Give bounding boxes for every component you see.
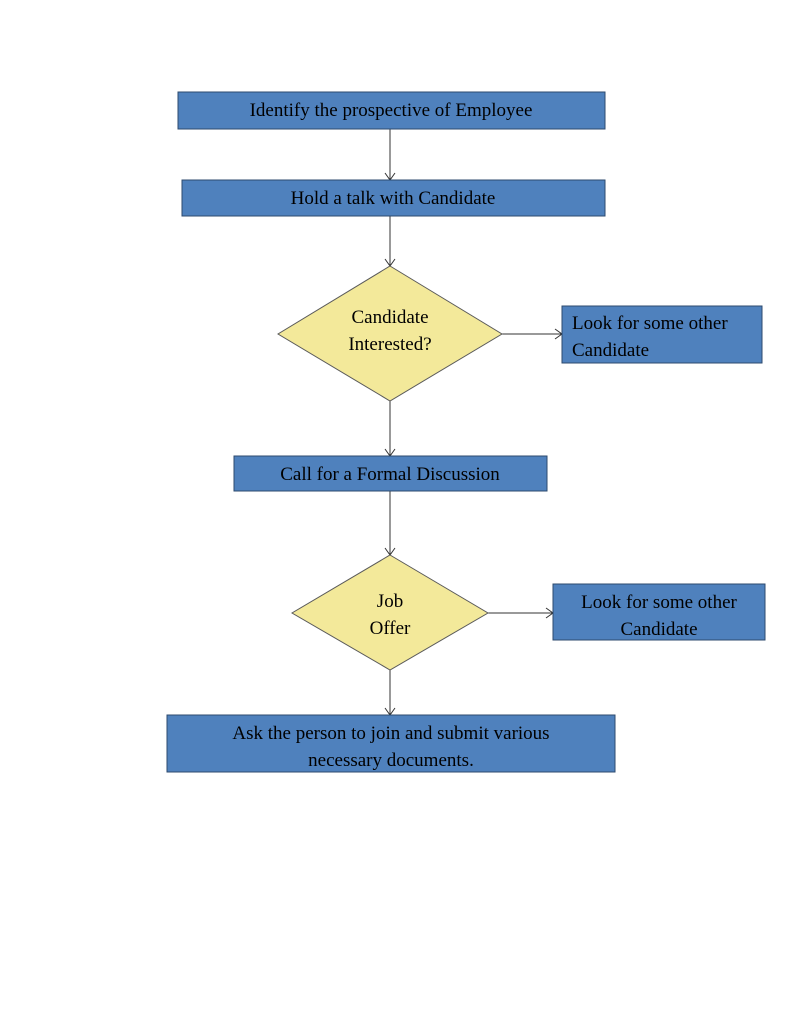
node-identify: Identify the prospective of Employee [177,91,606,130]
decision-job-offer: Job Offer [291,554,489,671]
node-identify-label: Identify the prospective of Employee [250,100,533,121]
node-talk-label: Hold a talk with Candidate [291,188,496,209]
edge-interested-to-formal [384,401,396,457]
node-look-other-1-line1: Look for some other [572,313,728,334]
node-look-other-1: Look for some other Candidate [561,305,763,364]
node-talk: Hold a talk with Candidate [181,179,606,217]
node-look-other-1-line2: Candidate [572,340,649,361]
edge-identify-to-talk [384,129,396,181]
edge-formal-to-job-offer [384,491,396,556]
decision-job-offer-line2: Offer [370,618,411,639]
edge-job-offer-to-look-other-2 [488,607,554,619]
node-join: Ask the person to join and submit variou… [166,714,616,773]
decision-interested-line1: Candidate [351,307,428,328]
edge-interested-to-look-other-1 [502,328,563,340]
node-formal: Call for a Formal Discussion [233,455,548,492]
node-look-other-2: Look for some other Candidate [552,583,766,641]
decision-interested: Candidate Interested? [277,265,503,402]
edge-talk-to-interested [384,216,396,267]
node-join-line1: Ask the person to join and submit variou… [232,723,549,744]
node-look-other-2-line1: Look for some other [581,592,737,613]
edge-job-offer-to-join [384,670,396,716]
node-join-line2: necessary documents. [308,750,474,771]
decision-job-offer-line1: Job [377,591,403,612]
node-formal-label: Call for a Formal Discussion [280,464,500,485]
decision-interested-line2: Interested? [348,334,431,355]
node-look-other-2-line2: Candidate [620,619,697,640]
